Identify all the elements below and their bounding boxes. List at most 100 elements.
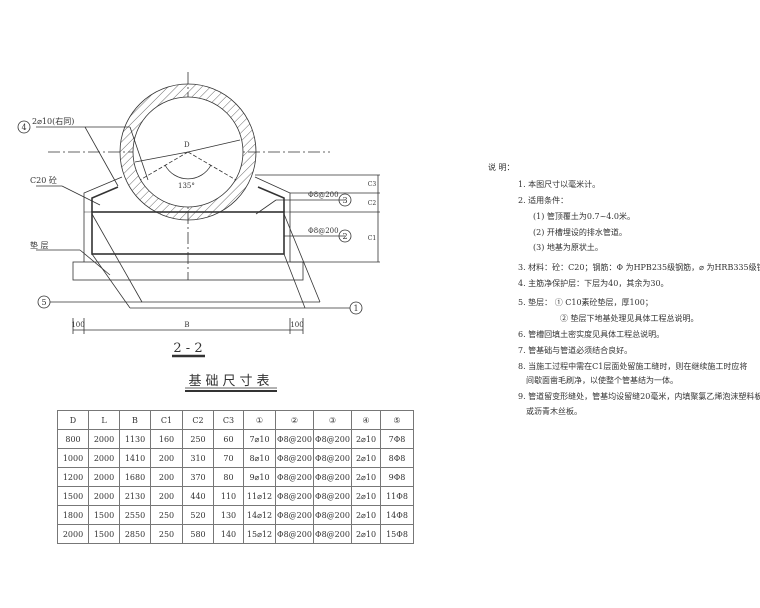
dim-c2: C2 bbox=[368, 200, 377, 207]
table-cell: Φ8@200 bbox=[313, 448, 352, 468]
table-cell: 1000 bbox=[57, 448, 89, 468]
note-5b: ② 垫层下地基处理见具体工程总说明。 bbox=[560, 314, 699, 323]
table-cell: 7⌀10 bbox=[243, 429, 276, 449]
table-cell: Φ8@200 bbox=[275, 429, 314, 449]
dim-c3: C3 bbox=[368, 181, 377, 188]
table-cell: 11Φ8 bbox=[380, 486, 414, 506]
table-cell: Φ8@200 bbox=[313, 429, 352, 449]
table-cell: 2130 bbox=[119, 486, 151, 506]
diameter-line bbox=[187, 139, 241, 153]
table-cell: 2550 bbox=[119, 505, 151, 525]
marker-3 bbox=[338, 193, 352, 207]
table-cell: 1500 bbox=[88, 524, 120, 544]
table-cell: 2⌀10 bbox=[351, 448, 381, 468]
note-6: 6. 管槽回填土密实度见具体工程总说明。 bbox=[518, 330, 665, 339]
note-2a: (1) 管顶覆土为0.7~4.0米。 bbox=[533, 212, 636, 221]
note-1: 1. 本图尺寸以毫米计。 bbox=[518, 180, 601, 189]
table-cell: 310 bbox=[182, 448, 214, 468]
table-cell: 2000 bbox=[88, 486, 120, 506]
note-2: 2. 适用条件： bbox=[518, 196, 569, 205]
table-cell: Φ8@200 bbox=[313, 486, 352, 506]
column-header: L bbox=[88, 410, 120, 430]
table-cell: 8⌀10 bbox=[243, 448, 276, 468]
foundation-outline-left bbox=[83, 176, 123, 262]
callout-4-text: 2⌀10(右同) bbox=[32, 116, 74, 126]
table-cell: 200 bbox=[150, 467, 183, 487]
notes-title: 说 明： bbox=[488, 163, 515, 172]
table-cell: 14Φ8 bbox=[380, 505, 414, 525]
marker-2 bbox=[338, 229, 352, 243]
table-cell: 70 bbox=[213, 448, 244, 468]
column-header: C1 bbox=[150, 410, 183, 430]
marker-1-label: 1 bbox=[353, 304, 358, 313]
column-header: C2 bbox=[182, 410, 214, 430]
table-cell: 1200 bbox=[57, 467, 89, 487]
table-cell: 2000 bbox=[57, 524, 89, 544]
table-cell: Φ8@200 bbox=[313, 524, 352, 544]
dim-left: 100 bbox=[71, 321, 84, 329]
dim-c1: C1 bbox=[368, 235, 376, 242]
table-cell: Φ8@200 bbox=[275, 505, 314, 525]
section-label: 2 - 2 bbox=[173, 341, 202, 356]
table-cell: 1410 bbox=[119, 448, 151, 468]
table-cell: 2⌀10 bbox=[351, 505, 381, 525]
table-cell: 250 bbox=[150, 524, 183, 544]
table-cell: 440 bbox=[182, 486, 214, 506]
marker-1 bbox=[349, 301, 363, 315]
marker-5-label: 5 bbox=[41, 298, 46, 307]
table-cell: 520 bbox=[182, 505, 214, 525]
table-cell: 1800 bbox=[57, 505, 89, 525]
table-cell: 130 bbox=[213, 505, 244, 525]
table-cell: 200 bbox=[150, 486, 183, 506]
rebar2-label: Φ8@200 bbox=[308, 227, 339, 235]
table-cell: 160 bbox=[150, 429, 183, 449]
table-cell: 2⌀10 bbox=[351, 467, 381, 487]
column-header: B bbox=[119, 410, 151, 430]
table-cell: 2850 bbox=[119, 524, 151, 544]
dim-b: B bbox=[184, 321, 189, 329]
cushion-slab bbox=[72, 261, 304, 281]
table-cell: 250 bbox=[182, 429, 214, 449]
table-cell: 80 bbox=[213, 467, 244, 487]
table-cell: 1680 bbox=[119, 467, 151, 487]
table-title: 基础尺寸表 bbox=[188, 374, 273, 389]
note-5: 5. 垫层： ① C10素砼垫层，厚100； bbox=[518, 298, 653, 307]
table-cell: 800 bbox=[57, 429, 89, 449]
table-cell: 140 bbox=[213, 524, 244, 544]
angle-arc bbox=[164, 164, 212, 180]
rebar3-label: Φ8@200 bbox=[308, 191, 339, 199]
cushion-label: 垫 层 bbox=[30, 240, 49, 250]
table-cell: Φ8@200 bbox=[275, 467, 314, 487]
column-header: D bbox=[57, 410, 89, 430]
note-4: 4. 主筋净保护层：下层为40，其余为30。 bbox=[518, 279, 669, 288]
table-cell: 1500 bbox=[88, 505, 120, 525]
table-cell: 11⌀12 bbox=[243, 486, 276, 506]
table-cell: 7Φ8 bbox=[380, 429, 414, 449]
marker-3-label: 3 bbox=[342, 196, 347, 205]
marker-4-label: 4 bbox=[21, 123, 26, 132]
marker-4 bbox=[17, 120, 31, 134]
table-cell: 8Φ8 bbox=[380, 448, 414, 468]
table-cell: Φ8@200 bbox=[275, 448, 314, 468]
table-cell: Φ8@200 bbox=[275, 524, 314, 544]
column-header: ④ bbox=[351, 410, 381, 430]
table-cell: 15⌀12 bbox=[243, 524, 276, 544]
table-cell: 580 bbox=[182, 524, 214, 544]
note-9: 9. 管道留变形缝处，管基均设留缝20毫米，内填聚氯乙烯泡沫塑料板 bbox=[518, 392, 760, 401]
table-cell: 200 bbox=[150, 448, 183, 468]
marker-5 bbox=[37, 295, 51, 309]
table-cell: 2000 bbox=[88, 448, 120, 468]
note-7: 7. 管基础与管道必须结合良好。 bbox=[518, 346, 633, 355]
note-2b: (2) 开槽埋设的排水管道。 bbox=[533, 228, 627, 237]
table-cell: 250 bbox=[150, 505, 183, 525]
table-cell: 1130 bbox=[119, 429, 151, 449]
table-cell: Φ8@200 bbox=[313, 467, 352, 487]
diameter-label: D bbox=[184, 141, 190, 149]
